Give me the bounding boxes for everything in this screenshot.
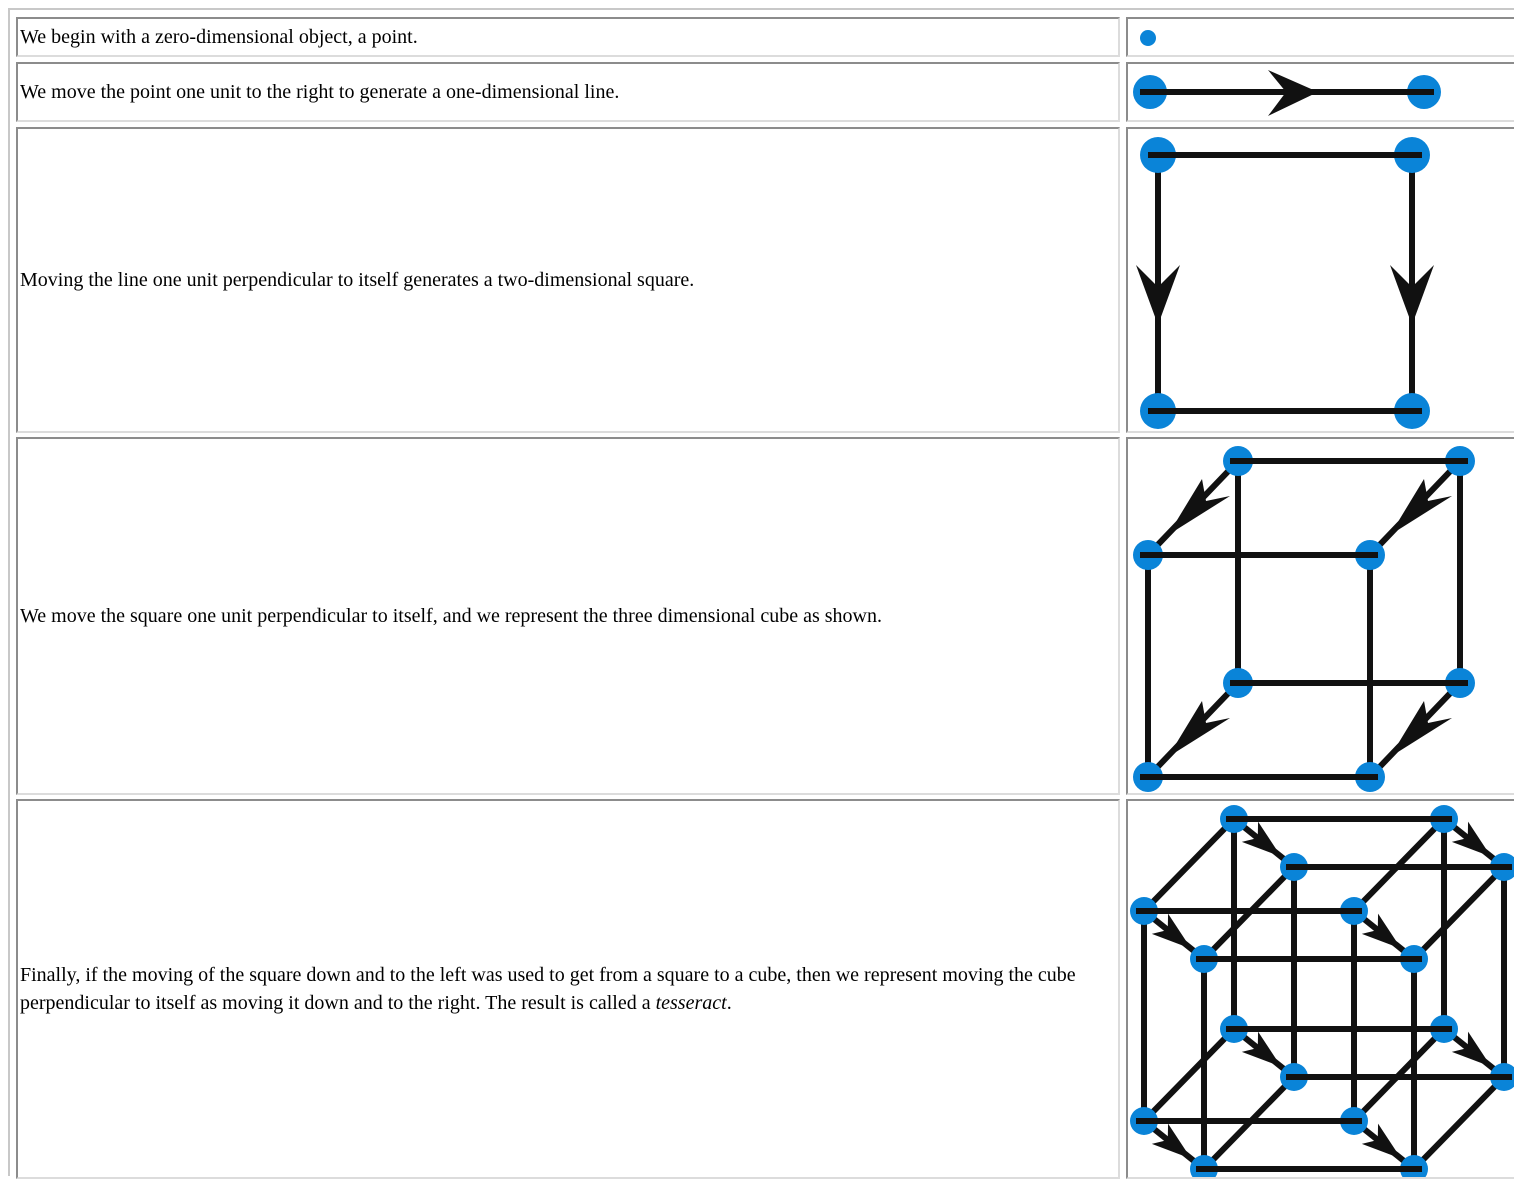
point-figure xyxy=(1140,30,1156,46)
row-3-text-cell: Moving the line one unit perpendicular t… xyxy=(16,127,1120,433)
square-figure xyxy=(1136,137,1434,429)
row-1-text: We begin with a zero-dimensional object,… xyxy=(20,26,418,48)
row-2-text: We move the point one unit to the right … xyxy=(20,81,620,103)
row-3-text: Moving the line one unit perpendicular t… xyxy=(20,269,695,291)
row-2-text-cell: We move the point one unit to the right … xyxy=(16,62,1120,122)
row-2-figure-cell xyxy=(1126,62,1514,122)
line-figure xyxy=(1133,70,1441,116)
row-4-text: We move the square one unit perpendicula… xyxy=(20,605,882,627)
row-1-text-cell: We begin with a zero-dimensional object,… xyxy=(16,17,1120,57)
row-3-figure-cell xyxy=(1126,127,1514,433)
content-table xyxy=(8,8,1514,1176)
tesseract-term: tesseract xyxy=(655,992,727,1014)
row-5-text-main: Finally, if the moving of the square dow… xyxy=(20,964,1076,1014)
cube-figure xyxy=(1133,446,1475,792)
row-5-text: Finally, if the moving of the square dow… xyxy=(18,961,1118,1017)
row-5-text-cell: Finally, if the moving of the square dow… xyxy=(16,799,1120,1179)
tesseract-figure xyxy=(1130,805,1514,1177)
row-5-text-end: . xyxy=(726,992,732,1014)
row-4-text-cell: We move the square one unit perpendicula… xyxy=(16,437,1120,795)
row-1-figure-cell xyxy=(1126,17,1514,57)
row-4-figure-cell xyxy=(1126,437,1514,795)
row-5-figure-cell xyxy=(1126,799,1514,1179)
